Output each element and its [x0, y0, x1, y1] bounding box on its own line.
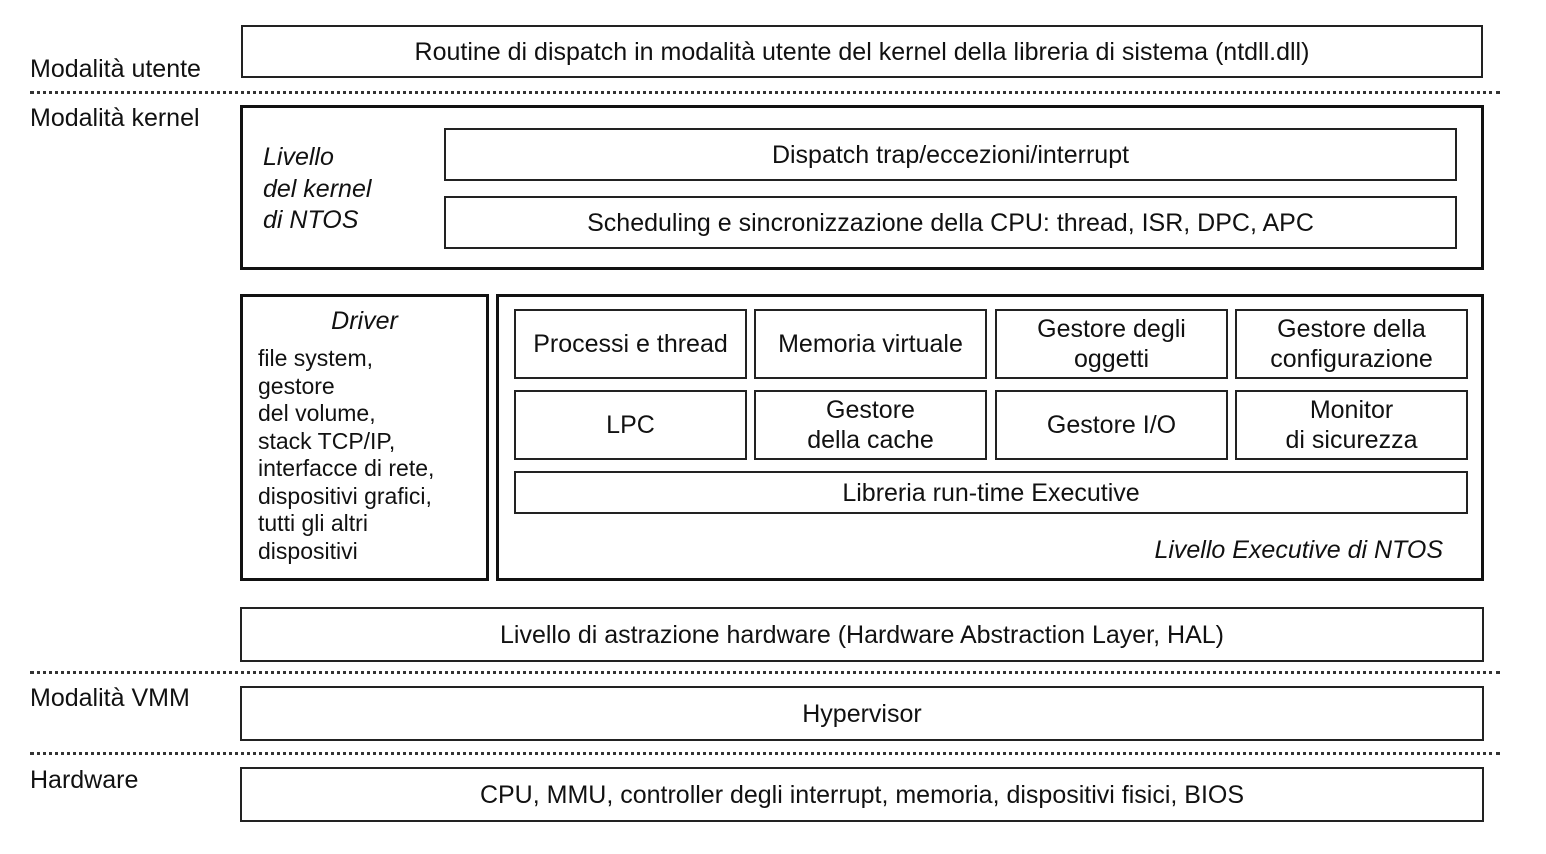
mode-label-hardware: Hardware [30, 766, 139, 794]
dispatch-label: Dispatch trap/eccezioni/interrupt [771, 140, 1130, 169]
drivers-title: Driver [331, 307, 398, 335]
kernel-layer-box: Livello del kernel di NTOS Dispatch trap… [240, 105, 1484, 270]
hal-label: Livello di astrazione hardware (Hardware… [500, 620, 1224, 649]
runtime-library-box: Libreria run-time Executive [514, 471, 1468, 514]
mode-label-kernel: Modalità kernel [30, 104, 200, 132]
executive-layer-box: Processi e thread Memoria virtuale Gesto… [496, 294, 1484, 581]
user-mode-dispatch-label: Routine di dispatch in modalità utente d… [414, 37, 1310, 66]
drivers-list: file system, gestore del volume, stack T… [258, 345, 435, 564]
component-label: Monitor di sicurezza [1285, 396, 1418, 454]
component-label: Gestore della configurazione [1270, 315, 1433, 373]
component-io-manager: Gestore I/O [995, 390, 1228, 460]
separator-kernel-vmm [30, 671, 1500, 674]
separator-user-kernel [30, 91, 1500, 94]
mode-label-user: Modalità utente [30, 55, 201, 83]
component-lpc: LPC [514, 390, 747, 460]
component-configuration-manager: Gestore della configurazione [1235, 309, 1468, 379]
component-security-monitor: Monitor di sicurezza [1235, 390, 1468, 460]
scheduling-label: Scheduling e sincronizzazione della CPU:… [587, 208, 1314, 237]
component-label: Gestore I/O [1046, 411, 1177, 439]
component-virtual-memory: Memoria virtuale [754, 309, 987, 379]
hardware-box: CPU, MMU, controller degli interrupt, me… [240, 767, 1484, 822]
component-label: Gestore degli oggetti [1037, 315, 1186, 373]
drivers-box: Driver file system, gestore del volume, … [240, 294, 489, 581]
runtime-library-label: Libreria run-time Executive [842, 478, 1140, 507]
hypervisor-label: Hypervisor [802, 699, 922, 728]
kernel-layer-title: Livello del kernel di NTOS [263, 143, 372, 234]
executive-layer-title: Livello Executive di NTOS [1154, 536, 1443, 564]
component-label: Processi e thread [533, 330, 728, 358]
dispatch-box: Dispatch trap/eccezioni/interrupt [444, 128, 1457, 181]
user-mode-dispatch-box: Routine di dispatch in modalità utente d… [241, 25, 1483, 78]
component-object-manager: Gestore degli oggetti [995, 309, 1228, 379]
hal-box: Livello di astrazione hardware (Hardware… [240, 607, 1484, 662]
mode-label-vmm: Modalità VMM [30, 684, 190, 712]
scheduling-box: Scheduling e sincronizzazione della CPU:… [444, 196, 1457, 249]
component-label: LPC [606, 411, 655, 439]
component-cache-manager: Gestore della cache [754, 390, 987, 460]
hypervisor-box: Hypervisor [240, 686, 1484, 741]
component-processes-threads: Processi e thread [514, 309, 747, 379]
hardware-label: CPU, MMU, controller degli interrupt, me… [479, 780, 1245, 809]
component-label: Memoria virtuale [778, 330, 963, 358]
component-label: Gestore della cache [807, 396, 934, 454]
separator-vmm-hardware [30, 752, 1500, 755]
